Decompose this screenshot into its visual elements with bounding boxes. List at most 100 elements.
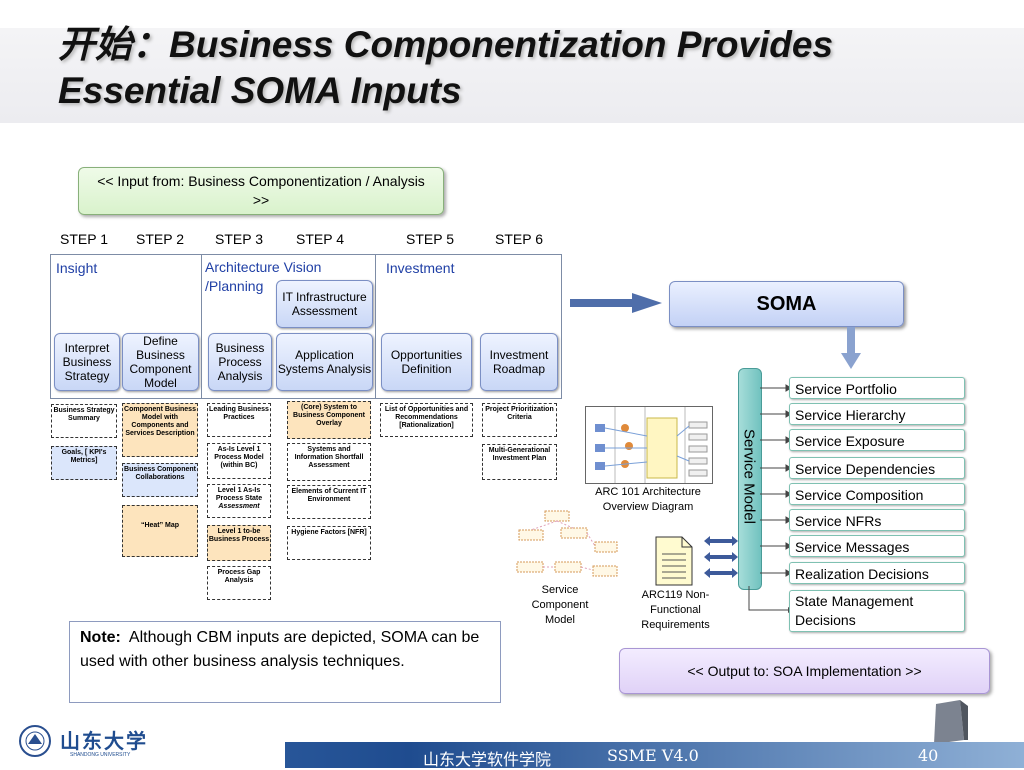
it-infrastructure-assessment-box: IT Infrastructure Assessment (276, 280, 373, 328)
service-component-model-icon (516, 510, 618, 577)
define-business-component-model-text: Define Business Component Model (129, 334, 192, 390)
define-business-component-model-box: Define Business Component Model (122, 333, 199, 391)
step-5-label: STEP 5 (406, 231, 454, 247)
input-note-text: << Input from: Business Componentization… (97, 173, 425, 208)
service-portfolio-item: Service Portfolio (789, 377, 965, 399)
component-business-model-doc: Component Business Model with Components… (122, 403, 198, 457)
business-process-analysis-box: Business Process Analysis (208, 333, 272, 391)
heat-map-text: “Heat” Map (140, 522, 180, 529)
region-divider-2 (375, 254, 376, 398)
realization-decisions-text: Realization Decisions (795, 566, 929, 582)
architecture-label: Architecture Vision /Planning (205, 259, 322, 294)
page-number: 40 (918, 746, 939, 765)
investment-roadmap-text: Investment Roadmap (489, 348, 549, 376)
logo-area: 山东大学 SHANDONG UNIVERSITY (0, 720, 285, 768)
core-system-overlay-text: (Core) System to Business Component Over… (293, 404, 365, 427)
architecture-overview-diagram-icon (585, 406, 713, 484)
process-gap-analysis-doc: Process Gap Analysis (207, 566, 271, 600)
investment-label: Investment (386, 260, 455, 276)
business-process-analysis-text: Business Process Analysis (215, 341, 265, 383)
region-divider-1 (201, 254, 202, 398)
arc119-caption: ARC119 Non-Functional Requirements (641, 589, 710, 631)
step-4-label: STEP 4 (296, 231, 344, 247)
nfr-document-icon (655, 536, 693, 586)
heat-map-doc: “Heat” Map (122, 505, 198, 557)
service-messages-text: Service Messages (795, 539, 910, 555)
service-composition-item: Service Composition (789, 483, 965, 505)
output-note: << Output to: SOA Implementation >> (619, 648, 990, 694)
arrow-to-soma-icon (570, 293, 662, 313)
state-management-text: State Management Decisions (795, 593, 914, 628)
scm-caption: Service Component Model (531, 584, 589, 626)
service-hierarchy-text: Service Hierarchy (795, 407, 906, 423)
assessment-text: Assessment (218, 503, 260, 510)
to-be-business-process-text: Level 1 to-be Business Process (208, 528, 270, 543)
component-business-model-text: Component Business Model with Components… (124, 406, 196, 437)
application-systems-analysis-text: Application Systems Analysis (277, 348, 372, 376)
systems-information-shortfall-doc: Systems and Information Shortfall Assess… (287, 443, 371, 481)
application-systems-analysis-box: Application Systems Analysis (276, 333, 373, 391)
service-composition-text: Service Composition (795, 487, 924, 503)
goals-kpi-doc: Goals, [ KPI's Metrics] (51, 446, 117, 480)
service-exposure-text: Service Exposure (795, 433, 905, 449)
interpret-business-strategy-box: Interpret Business Strategy (54, 333, 120, 391)
note-label: Note: (80, 629, 121, 646)
note-text: Although CBM inputs are depicted, SOMA c… (80, 629, 480, 670)
input-note: << Input from: Business Componentization… (78, 167, 444, 215)
elements-current-it-text: Elements of Current IT Environment (291, 488, 367, 503)
university-logo-subtext: SHANDONG UNIVERSITY (70, 752, 131, 758)
university-logo-text: 山东大学 (60, 729, 148, 753)
realization-decisions-item: Realization Decisions (789, 562, 965, 584)
double-arrows-icon (704, 536, 738, 578)
business-strategy-summary-text: Business Strategy Summary (53, 407, 115, 422)
business-component-collaborations-doc: Business Component Collaborations (122, 463, 198, 497)
service-messages-item: Service Messages (789, 535, 965, 557)
core-system-overlay-doc: (Core) System to Business Component Over… (287, 401, 371, 439)
service-dependencies-item: Service Dependencies (789, 457, 965, 479)
service-connectors (760, 384, 792, 577)
hygiene-factors-text: Hygiene Factors [NFR] (291, 529, 367, 536)
service-hierarchy-item: Service Hierarchy (789, 403, 965, 425)
business-strategy-summary-doc: Business Strategy Summary (51, 404, 117, 438)
decorative-bar-graphic (934, 700, 968, 744)
systems-information-shortfall-text: Systems and Information Shortfall Assess… (294, 446, 364, 469)
leading-business-practices-text: Leading Business Practices (209, 406, 269, 421)
service-nfrs-item: Service NFRs (789, 509, 965, 531)
state-management-item: State Management Decisions (789, 590, 965, 632)
footer-course: SSME V4.0 (607, 746, 699, 765)
hygiene-factors-doc: Hygiene Factors [NFR] (287, 526, 371, 560)
as-is-level-1-doc: As-Is Level 1 Process Model (within BC) (207, 443, 271, 479)
note-box: Note: Although CBM inputs are depicted, … (69, 621, 501, 703)
list-of-opportunities-doc: List of Opportunities and Recommendation… (380, 403, 473, 437)
to-be-business-process-doc: Level 1 to-be Business Process (207, 525, 271, 561)
multi-generational-plan-text: Multi-Generational Investment Plan (488, 447, 551, 462)
soma-box: SOMA (669, 281, 904, 327)
list-of-opportunities-text: List of Opportunities and Recommendation… (384, 406, 469, 429)
investment-roadmap-box: Investment Roadmap (480, 333, 558, 391)
arc101-caption: ARC 101 Architecture Overview Diagram (595, 486, 701, 513)
arrow-down-icon (841, 327, 861, 369)
process-gap-analysis-text: Process Gap Analysis (217, 569, 261, 584)
it-infrastructure-assessment-text: IT Infrastructure Assessment (282, 290, 367, 318)
service-model-label: Service Model (740, 428, 758, 525)
state-mgmt-connector (748, 586, 793, 613)
service-nfrs-text: Service NFRs (795, 513, 882, 529)
step-3-label: STEP 3 (215, 231, 263, 247)
as-is-process-state-text: Level 1 As-Is Process State (215, 487, 263, 502)
elements-current-it-doc: Elements of Current IT Environment (287, 485, 371, 519)
page-title: 开始：Business Componentization Provides Es… (58, 22, 978, 114)
soma-text: SOMA (756, 293, 817, 315)
university-seal-icon (19, 725, 51, 757)
as-is-level-1-text: As-Is Level 1 Process Model (within BC) (214, 446, 264, 469)
footer-school: 山东大学软件学院 (423, 750, 552, 769)
opportunities-definition-box: Opportunities Definition (381, 333, 472, 391)
insight-label: Insight (56, 260, 98, 276)
steps-region-frame (50, 254, 562, 399)
title-line-2: Essential SOMA Inputs (58, 70, 462, 111)
opportunities-definition-text: Opportunities Definition (390, 348, 463, 376)
service-model-bar (738, 368, 762, 590)
service-portfolio-text: Service Portfolio (795, 381, 897, 397)
step-6-label: STEP 6 (495, 231, 543, 247)
